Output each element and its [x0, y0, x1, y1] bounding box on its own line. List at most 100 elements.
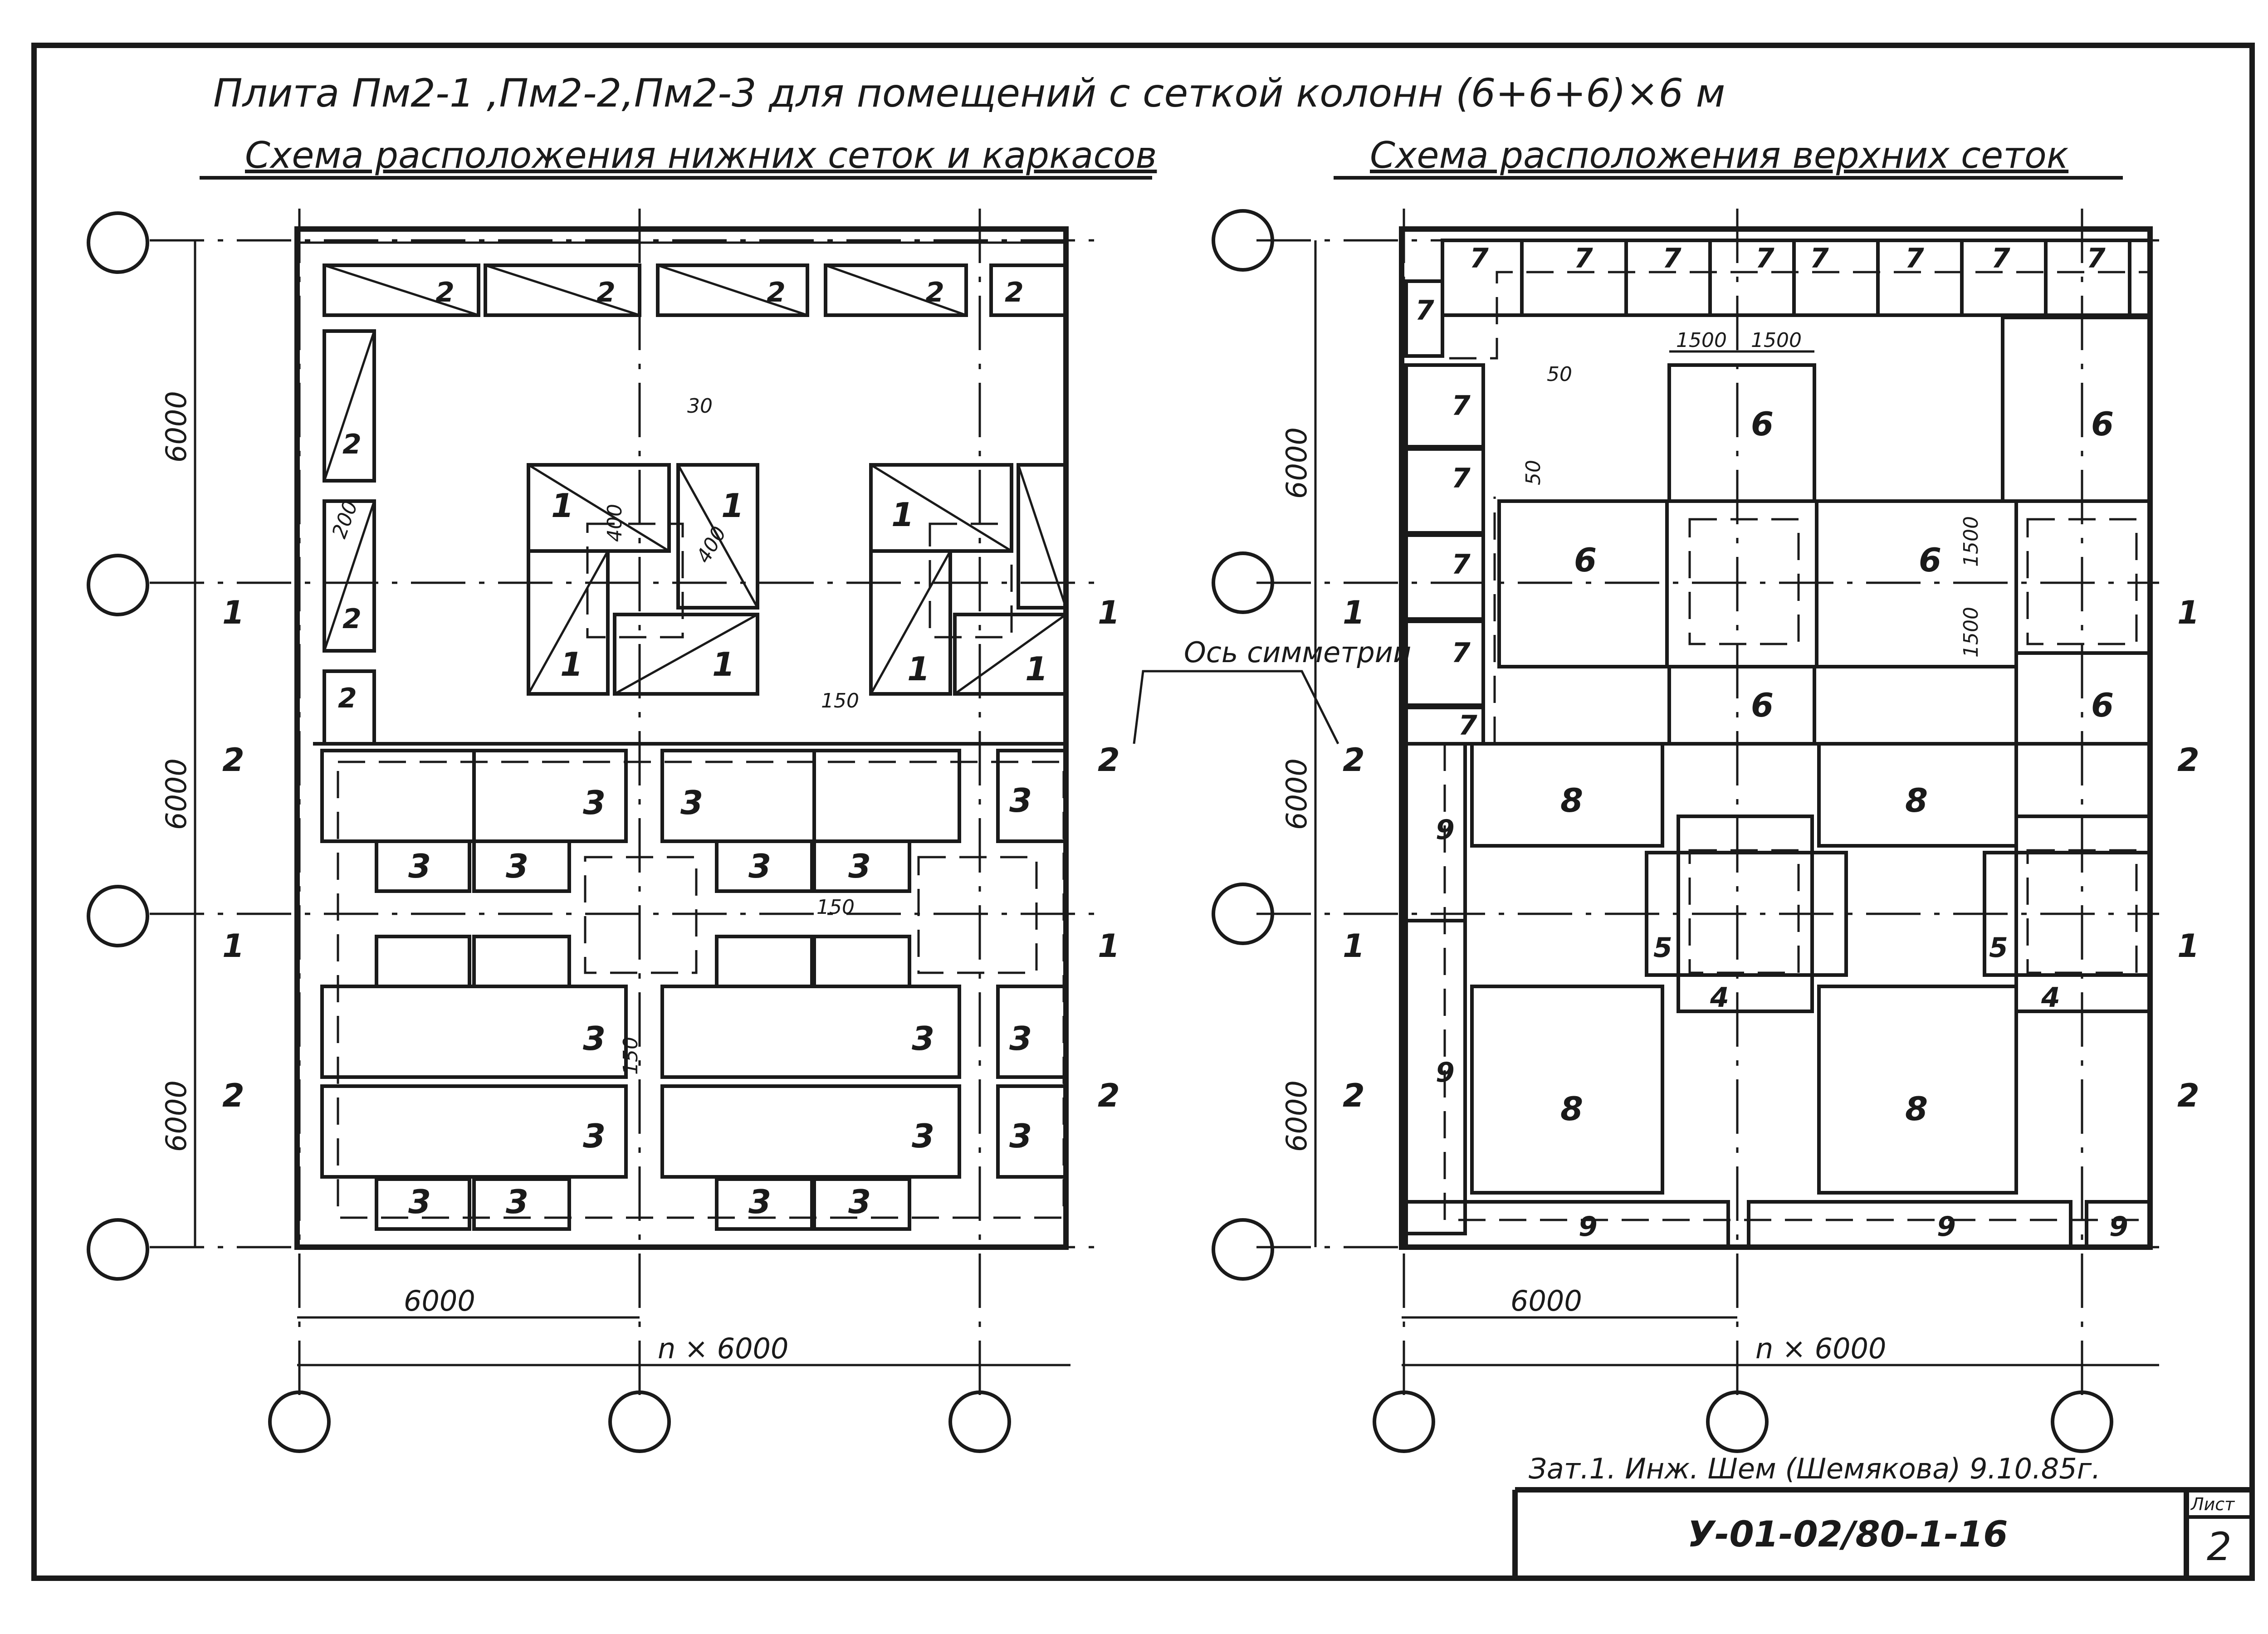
mark-3: 3 — [748, 1183, 771, 1221]
dim-bottom-total: n × 6000 — [1755, 1332, 1886, 1365]
axis-bubble — [1212, 551, 1274, 614]
mesh-3 — [812, 935, 911, 988]
mesh-3 — [375, 935, 471, 988]
mesh-8 — [1817, 742, 2018, 848]
mesh-3 — [320, 1084, 628, 1179]
mesh-1 — [676, 463, 759, 610]
axis-bubble — [1212, 883, 1274, 945]
mark-9: 9 — [2109, 1211, 2128, 1243]
mesh-9 — [1747, 1200, 2072, 1249]
mark-1: 1 — [560, 645, 583, 683]
mark-4: 4 — [2041, 982, 2060, 1014]
mesh-9 — [2085, 1200, 2152, 1249]
mesh-3 — [320, 985, 628, 1079]
mark-1: 1 — [712, 645, 735, 683]
dim-row-2: 6000 — [160, 758, 193, 830]
column-outline — [1688, 849, 1800, 974]
mesh-3 — [320, 749, 476, 843]
mesh-9 — [1404, 1200, 1730, 1249]
mesh-3 — [996, 749, 1068, 843]
title-block: Зат.1. Инж. Шем (Шемякова) 9.10.85г. У-0… — [1512, 1452, 2252, 1578]
mesh-7 — [1404, 619, 1485, 707]
mark-7: 7 — [1458, 710, 1477, 741]
axis-bubble — [1212, 209, 1274, 272]
mark-3: 3 — [848, 847, 871, 885]
cage-outline — [586, 522, 684, 639]
section-mark: 1 — [1098, 927, 1120, 965]
mesh-9 — [1404, 919, 1467, 1235]
mark-8: 8 — [1905, 1090, 1928, 1128]
axis-bubble — [268, 1390, 331, 1453]
column-outline — [2026, 849, 2138, 974]
mark-3: 3 — [408, 847, 431, 885]
mark-7: 7 — [1991, 243, 2010, 274]
cage-outline — [584, 856, 698, 974]
dim-bottom-total: n × 6000 — [658, 1332, 788, 1365]
mesh-7 — [1708, 239, 1796, 317]
mark-2: 2 — [435, 277, 455, 308]
mesh-7-outline — [1449, 271, 2150, 360]
frame-outline — [337, 761, 1065, 1219]
section-mark: 2 — [1343, 741, 1365, 779]
mesh-3 — [812, 749, 961, 843]
section-mark: 2 — [222, 1077, 244, 1114]
mark-7: 7 — [1452, 463, 1471, 494]
dim-30: 30 — [687, 395, 713, 418]
frame-2-side — [323, 329, 376, 483]
mark-8: 8 — [1560, 781, 1583, 819]
mark-3: 3 — [748, 847, 771, 885]
mark-3: 3 — [408, 1183, 431, 1221]
section-mark: 2 — [222, 741, 244, 779]
mesh-7 — [1404, 279, 1444, 358]
mark-3: 3 — [583, 784, 606, 822]
frame-2 — [989, 263, 1068, 317]
mesh-7 — [1404, 533, 1485, 621]
mesh-1 — [869, 549, 952, 696]
mark-7: 7 — [1755, 243, 1774, 274]
right-plan: 6000 6000 6000 6000 n × 6000 1 2 1 2 1 2… — [1212, 209, 2200, 1453]
dim-50: 50 — [1547, 363, 1572, 386]
mesh-3 — [812, 1177, 911, 1231]
mark-7: 7 — [1415, 295, 1434, 327]
section-mark: 1 — [2177, 927, 2200, 965]
axis-bubble — [2051, 1390, 2113, 1453]
axis-bubble — [608, 1390, 671, 1453]
mesh-6 — [2001, 316, 2152, 503]
right-slab-outline — [1399, 226, 2153, 1250]
mark-3: 3 — [848, 1183, 871, 1221]
mark-1: 1 — [1025, 650, 1048, 688]
mesh-3 — [715, 935, 814, 988]
section-mark: 1 — [222, 927, 244, 965]
mesh-3 — [472, 935, 571, 988]
frame-2 — [484, 263, 641, 317]
dim-row-3: 6000 — [160, 1080, 193, 1152]
mesh-6 — [1667, 363, 1816, 503]
mark-6: 6 — [2091, 405, 2114, 443]
mark-2: 2 — [1005, 277, 1024, 308]
section-mark: 1 — [1343, 927, 1365, 965]
mark-7: 7 — [1452, 637, 1471, 669]
mark-9: 9 — [1579, 1211, 1598, 1243]
mesh-7 — [1404, 363, 1485, 449]
dim-1500: 1500 — [1676, 329, 1727, 352]
axis-bubble — [87, 1218, 149, 1281]
mesh-6 — [1497, 499, 1669, 668]
mesh-7 — [2128, 239, 2152, 317]
axis-bubble — [948, 1390, 1011, 1453]
mesh-5 — [1645, 851, 1848, 977]
axis-bubble — [87, 885, 149, 947]
mark-3: 3 — [912, 1019, 934, 1058]
mesh-9-outline — [1443, 744, 2150, 1221]
mesh-6 — [1815, 499, 2018, 668]
sheet-title: Плита Пм2-1 ,Пм2-2,Пм2-3 для помещений с… — [213, 71, 1725, 116]
mark-1: 1 — [891, 496, 914, 534]
section-mark: 1 — [222, 594, 244, 631]
mesh-6 — [2014, 651, 2152, 746]
mark-7: 7 — [1810, 243, 1829, 274]
mark-1: 1 — [907, 650, 930, 688]
symmetry-leader — [1133, 670, 1339, 745]
frame-2 — [323, 263, 480, 317]
dim-bottom-6000: 6000 — [1510, 1284, 1582, 1317]
mark-7: 7 — [2087, 243, 2106, 274]
